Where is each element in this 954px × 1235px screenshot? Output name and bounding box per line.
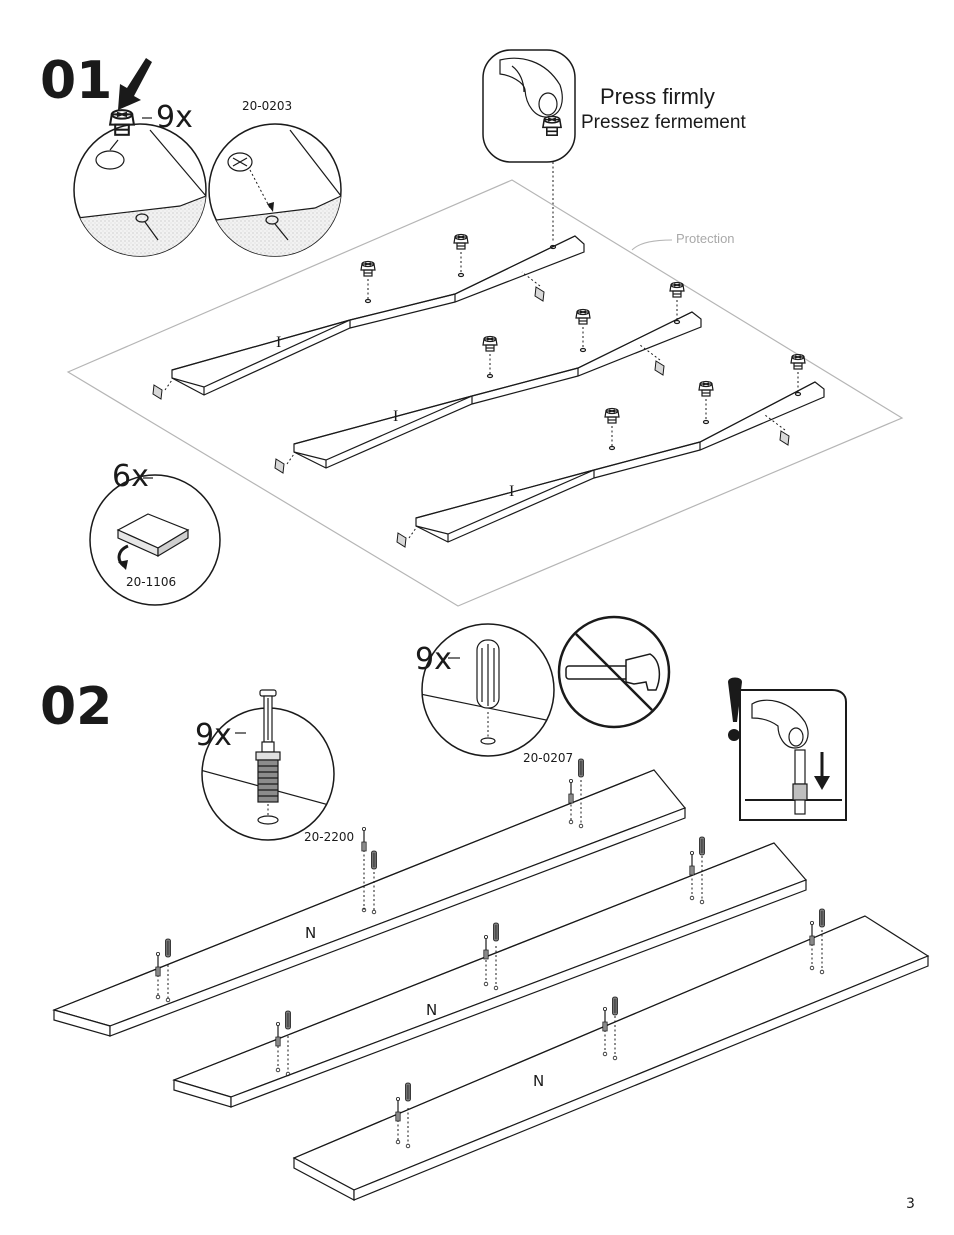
felt-pad-detail <box>89 474 221 606</box>
finger-press-icon <box>482 49 576 163</box>
cam-part-code: 20-0203 <box>242 99 292 113</box>
board-n-1 <box>52 758 686 1037</box>
board-label-n-2: N <box>426 1001 437 1019</box>
page-number: 3 <box>906 1196 915 1212</box>
press-instruction-en: Press firmly <box>600 84 715 109</box>
board-i-2 <box>274 281 702 474</box>
step-number-2: 02 <box>40 677 112 737</box>
cam-insert-detail <box>73 109 207 257</box>
pad-part-code: 20-1106 <box>126 575 176 589</box>
hammer-prohibited-icon <box>557 615 671 729</box>
down-arrow-icon <box>118 58 152 110</box>
dowel-press-detail <box>739 689 847 821</box>
board-label-n-3: N <box>533 1072 544 1090</box>
board-label-i-3: I <box>509 483 514 500</box>
board-label-i-1: I <box>276 334 281 351</box>
surface-label: Protection <box>676 231 735 246</box>
press-instruction-fr: Pressez fermement <box>581 112 746 133</box>
board-label-i-2: I <box>393 408 398 425</box>
bolt-detail <box>201 689 335 841</box>
board-label-n-1: N <box>305 924 316 942</box>
dowel-detail <box>421 623 555 757</box>
dowel-quantity: 9x <box>415 642 452 677</box>
cam-quantity: 9x <box>156 100 193 135</box>
warning-exclamation-icon <box>728 677 742 741</box>
dowel-part-code: 20-0207 <box>523 751 573 765</box>
bolt-part-code: 20-2200 <box>304 830 354 844</box>
bolt-quantity: 9x <box>195 718 232 753</box>
protection-surface <box>66 179 904 607</box>
pad-quantity: 6x <box>112 459 149 494</box>
board-n-3 <box>292 908 930 1201</box>
board-i-3 <box>396 353 825 548</box>
board-n-2 <box>172 836 808 1108</box>
board-i-1 <box>152 233 585 400</box>
step-number-1: 01 <box>40 51 112 111</box>
cam-orientation-detail <box>208 123 342 257</box>
